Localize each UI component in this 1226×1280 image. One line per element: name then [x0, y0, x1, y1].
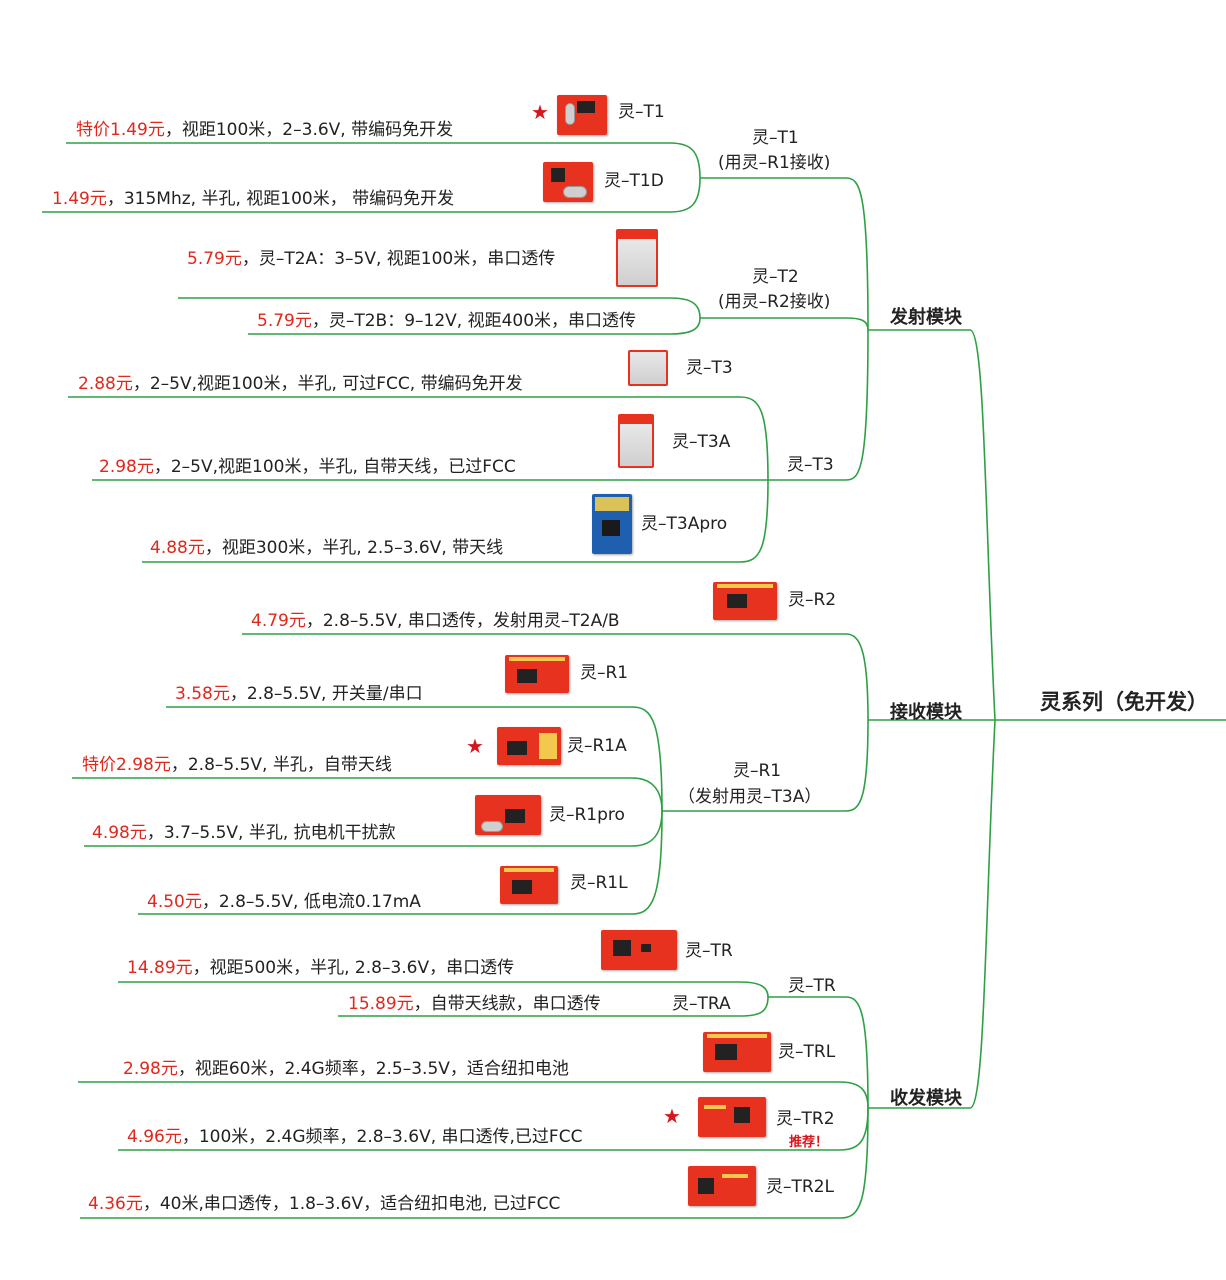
desc-tra: 15.89元，自带天线款，串口透传 [348, 994, 601, 1014]
group-tr-label: 灵–TR [788, 976, 836, 996]
tx-to-t2 [845, 317, 869, 331]
category-tx: 发射模块 [890, 307, 962, 328]
name-tr2: 灵–TR2 [776, 1109, 835, 1129]
name-trl: 灵–TRL [778, 1042, 836, 1062]
name-r1: 灵–R1 [580, 663, 629, 683]
name-t3apro: 灵–T3Apro [641, 514, 728, 534]
module-r1l-image [500, 866, 558, 904]
module-tr-image [601, 930, 677, 970]
branch-trx [969, 719, 996, 1109]
recommend-badge: 推荐！ [789, 1135, 829, 1150]
t2b-leaf [248, 317, 701, 335]
tx-to-t3 [845, 329, 869, 481]
module-tr2-image [698, 1097, 766, 1137]
name-r1l: 灵–R1L [570, 873, 628, 893]
name-r1pro: 灵–R1pro [549, 805, 625, 825]
category-trx: 收发模块 [890, 1088, 962, 1109]
r1l-leaf [138, 810, 663, 915]
trl-leaf [78, 1081, 869, 1109]
desc-r1l: 4.50元，2.8–5.5V, 低电流0.17mA [147, 892, 421, 912]
rx-to-r2 [845, 633, 869, 721]
desc-t3a: 2.98元，2–5V,视距100米，半孔, 自带天线，已过FCC [99, 457, 516, 477]
star-icon: ★ [466, 734, 484, 758]
desc-r1a: 特价2.98元，2.8–5.5V, 半孔，自带天线 [82, 755, 392, 775]
t3-leaf [68, 396, 769, 481]
category-rx: 接收模块 [890, 702, 962, 723]
group-t2-label: 灵–T2 [752, 267, 799, 287]
name-t3a: 灵–T3A [672, 432, 731, 452]
desc-tr2: 4.96元，100米，2.4G频率，2.8–3.6V, 串口透传,已过FCC [127, 1127, 583, 1147]
name-tra: 灵–TRA [672, 994, 731, 1014]
desc-t1d: 1.49元，315Mhz, 半孔, 视距100米， 带编码免开发 [52, 189, 455, 209]
name-t1d: 灵–T1D [604, 171, 664, 191]
star-icon: ★ [531, 100, 549, 124]
desc-t3: 2.88元，2–5V,视距100米，半孔, 可过FCC, 带编码免开发 [78, 374, 523, 394]
tr2l-leaf [80, 1107, 869, 1219]
t3apro-leaf [142, 479, 769, 563]
name-r1a: 灵–R1A [567, 736, 627, 756]
desc-trl: 2.98元，视距60米，2.4G频率，2.5–3.5V，适合纽扣电池 [123, 1059, 569, 1079]
group-t3-label: 灵–T3 [787, 455, 834, 475]
name-t1: 灵–T1 [618, 102, 665, 122]
module-trl-image [703, 1032, 771, 1072]
module-t2-image [616, 229, 658, 287]
name-r2: 灵–R2 [788, 590, 837, 610]
module-t3a-image [618, 414, 654, 468]
r1-leaf [166, 706, 663, 812]
module-r1pro-image [475, 795, 541, 835]
module-t1d-image [543, 162, 593, 202]
desc-tr: 14.89元，视距500米，半孔, 2.8–3.6V，串口透传 [127, 958, 515, 978]
desc-r1pro: 4.98元，3.7–5.5V, 半孔, 抗电机干扰款 [92, 823, 396, 843]
group-t1-sub: (用灵–R1接收) [718, 153, 831, 173]
tra-leaf [338, 996, 769, 1017]
desc-t3apro: 4.88元，视距300米，半孔, 2.5–3.6V, 带天线 [150, 538, 504, 558]
module-r1-image [505, 655, 569, 693]
group-r1-sub: （发射用灵–T3A） [678, 787, 822, 807]
group-t2-sub: (用灵–R2接收) [718, 292, 831, 312]
tx-to-t1 [845, 177, 869, 331]
name-tr: 灵–TR [685, 941, 733, 961]
module-t3apro-image [592, 494, 632, 554]
group-t1-label: 灵–T1 [752, 128, 799, 148]
star-icon: ★ [663, 1104, 681, 1128]
branch-tx [969, 329, 996, 721]
module-t1-image [557, 95, 607, 135]
desc-t2a: 5.79元，灵–T2A：3–5V, 视距100米，串口透传 [187, 249, 556, 269]
tr-leaf [118, 981, 769, 998]
desc-r1: 3.58元，2.8–5.5V, 开关量/串口 [175, 684, 423, 704]
module-r2-image [713, 582, 777, 620]
desc-t1: 特价1.49元，视距100米，2–3.6V, 带编码免开发 [76, 120, 454, 140]
group-r1-label: 灵–R1 [733, 761, 782, 781]
r1a-leaf [72, 777, 663, 812]
trx-to-tr [845, 996, 869, 1109]
t1d-leaf [42, 177, 701, 213]
root-title: 灵系列（免开发） [1040, 690, 1208, 714]
rx-to-r1 [845, 719, 869, 812]
module-tr2l-image [688, 1166, 756, 1206]
desc-t2b: 5.79元，灵–T2B：9–12V, 视距400米，串口透传 [257, 311, 637, 331]
desc-tr2l: 4.36元，40米,串口透传，1.8–3.6V，适合纽扣电池, 已过FCC [88, 1194, 561, 1214]
t2a-leaf [178, 297, 701, 319]
desc-r2: 4.79元，2.8–5.5V, 串口透传，发射用灵–T2A/B [251, 611, 620, 631]
name-t3: 灵–T3 [686, 358, 733, 378]
name-tr2l: 灵–TR2L [766, 1177, 834, 1197]
module-t3-image [628, 350, 668, 386]
t1-leaf [66, 142, 701, 179]
module-r1a-image [497, 727, 561, 765]
